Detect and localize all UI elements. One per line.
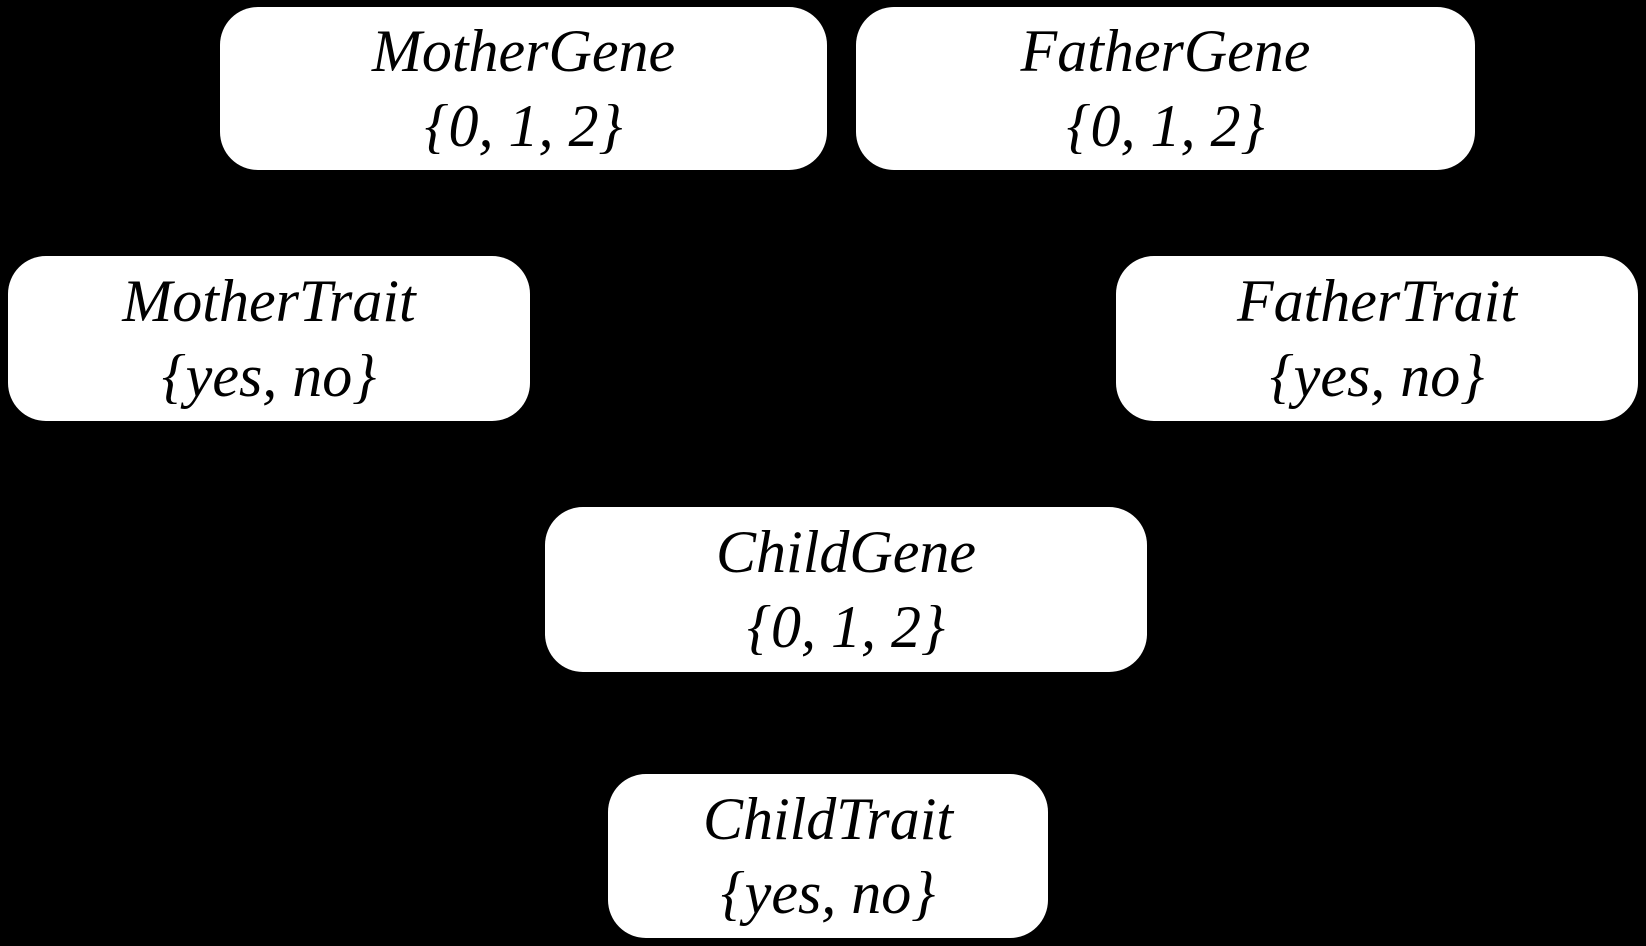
node-domain-values: {yes, no} xyxy=(1269,342,1485,409)
node-domain-values: {0, 1, 2} xyxy=(747,593,945,660)
node-title: ChildGene xyxy=(716,519,976,586)
node-title: MotherTrait xyxy=(122,268,416,335)
node-domain-values: {yes, no} xyxy=(720,860,936,926)
node-fathertrait[interactable]: FatherTrait {yes, no} xyxy=(1116,256,1638,421)
node-domain-values: {0, 1, 2} xyxy=(424,92,623,159)
node-title: FatherGene xyxy=(1020,18,1311,85)
node-fathergene[interactable]: FatherGene {0, 1, 2} xyxy=(856,7,1475,170)
edge-mothergene-to-childgene xyxy=(521,87,849,593)
node-title: MotherGene xyxy=(371,18,676,85)
node-mothertrait[interactable]: MotherTrait {yes, no} xyxy=(8,256,530,421)
node-childgene[interactable]: ChildGene {0, 1, 2} xyxy=(545,507,1147,672)
node-mothergene[interactable]: MotherGene {0, 1, 2} xyxy=(220,7,827,170)
node-title: ChildTrait xyxy=(702,785,954,852)
edge-fathergene-to-childgene xyxy=(843,87,1168,593)
edge-group xyxy=(266,87,1380,860)
node-domain-values: {yes, no} xyxy=(161,342,377,409)
node-title: FatherTrait xyxy=(1236,268,1518,335)
node-domain-values: {0, 1, 2} xyxy=(1066,92,1265,159)
node-childtrait[interactable]: ChildTrait {yes, no} xyxy=(608,774,1048,938)
